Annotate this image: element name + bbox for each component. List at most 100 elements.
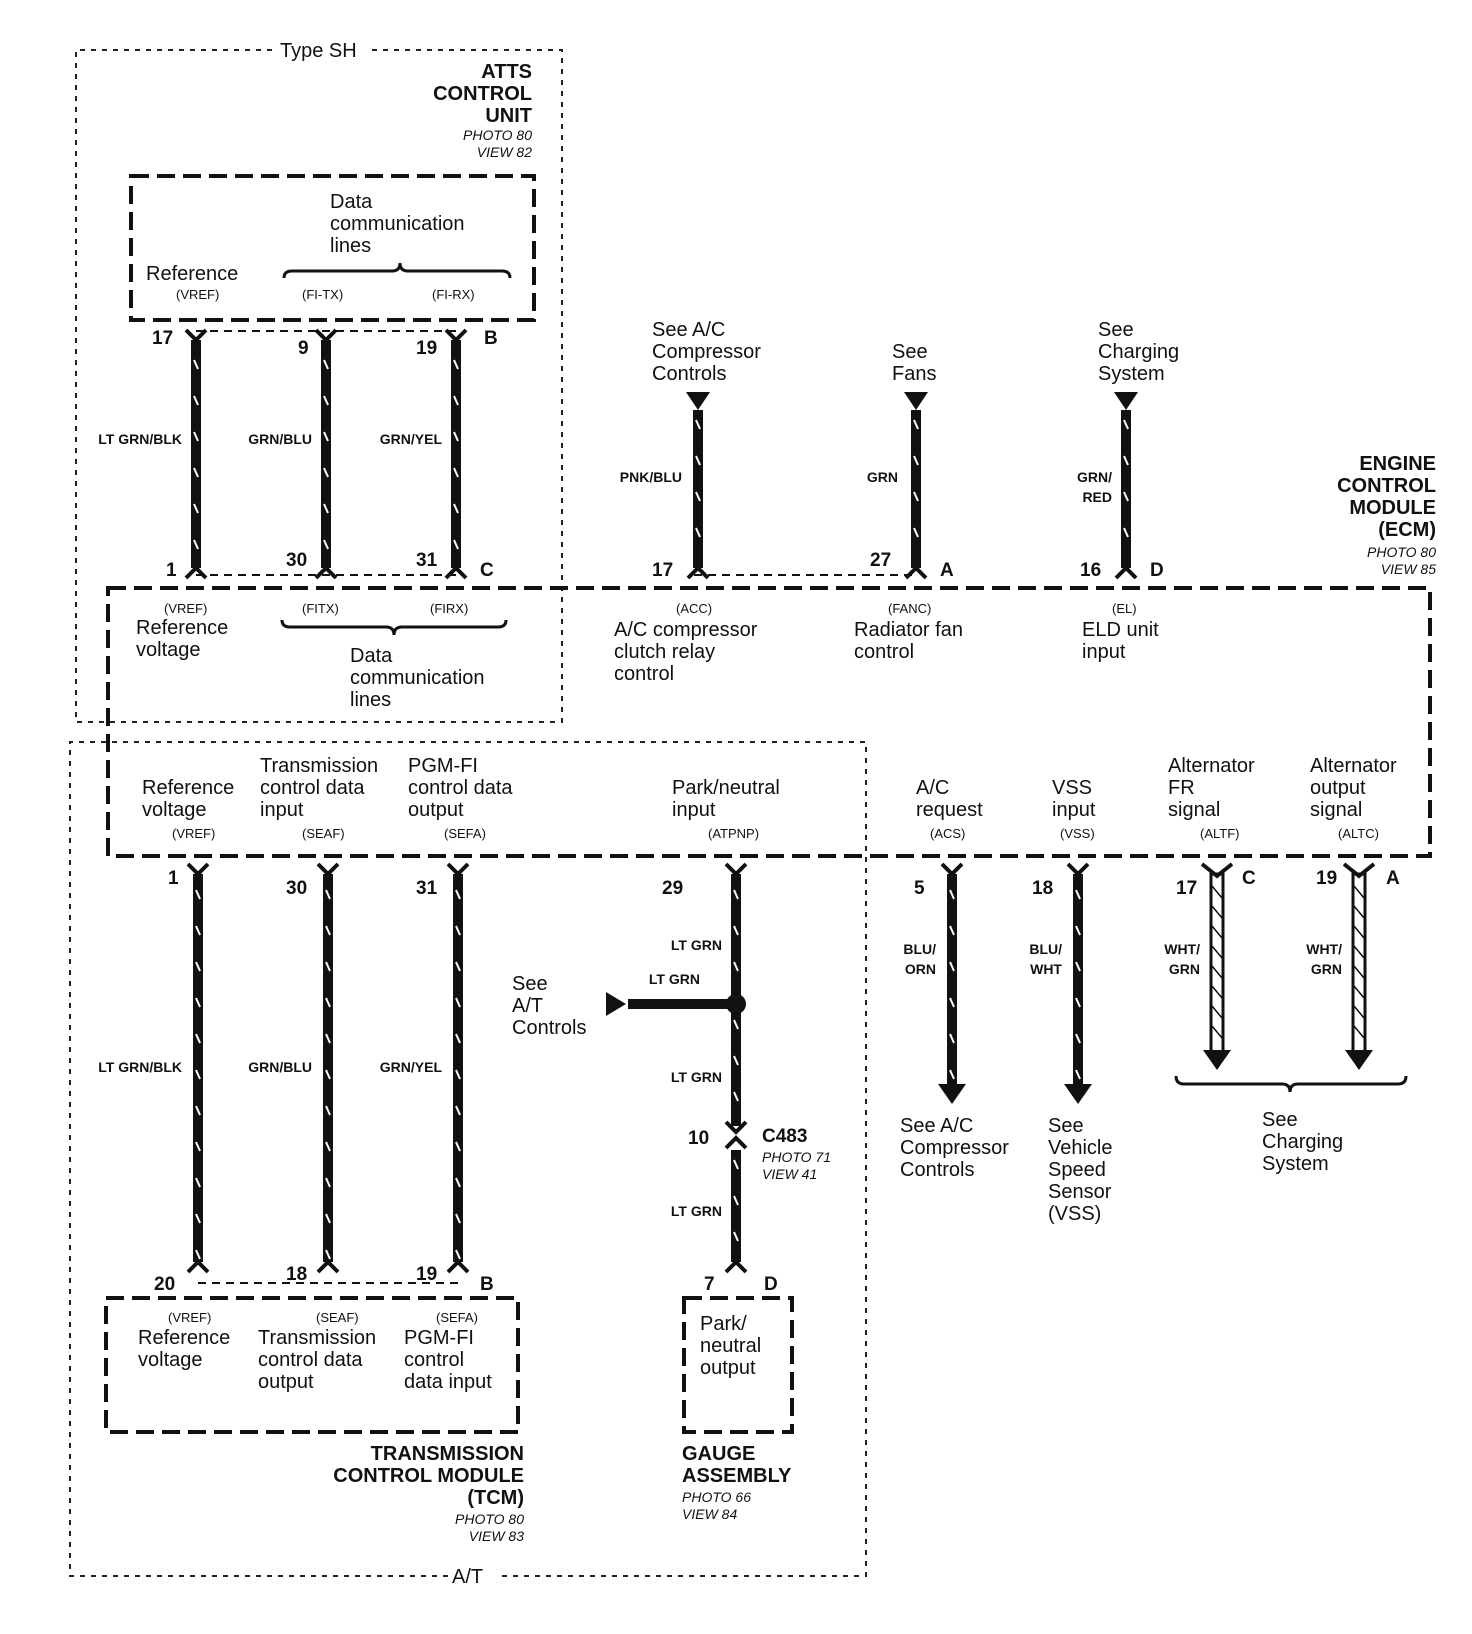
svg-text:Controls: Controls (512, 1017, 586, 1039)
svg-text:(ATPNP): (ATPNP) (708, 826, 759, 841)
wire-tick-marks (193, 359, 1365, 1260)
svg-text:Vehicle: Vehicle (1048, 1137, 1113, 1159)
svg-text:Transmission: Transmission (258, 1327, 376, 1349)
ecm-lower-labels: Reference voltage (VREF) Transmission co… (142, 755, 1397, 841)
wire-label-lt-grn-blk-lower: LT GRN/BLK (98, 1059, 182, 1075)
svg-text:A/C: A/C (916, 777, 949, 799)
svg-text:17: 17 (652, 560, 673, 581)
svg-text:(SEAF): (SEAF) (316, 1310, 359, 1325)
svg-text:A: A (1386, 868, 1400, 889)
svg-text:17: 17 (152, 328, 173, 349)
wire-grn-blu-lower (316, 862, 340, 1274)
pin-labels-ecm-top: 17 27 A 16 D (652, 550, 1164, 581)
wire-label-grn-red-2: RED (1082, 489, 1112, 505)
connector-c483: 10 C483 PHOTO 71 VIEW 41 (688, 1126, 831, 1182)
wire-label-pnk-blu: PNK/BLU (620, 469, 682, 485)
svg-text:1: 1 (166, 560, 177, 581)
svg-text:1: 1 (168, 868, 179, 889)
atts-connector: B (484, 328, 498, 349)
svg-text:ATTS: ATTS (481, 61, 532, 83)
svg-text:(EL): (EL) (1112, 601, 1137, 616)
tcm-labels: (VREF) Reference voltage (SEAF) Transmis… (138, 1310, 492, 1393)
svg-text:Reference: Reference (138, 1327, 230, 1349)
wire-grn-yel-upper (444, 328, 468, 580)
wire-label-grn-yel-lower: GRN/YEL (380, 1059, 443, 1075)
svg-text:clutch relay: clutch relay (614, 641, 715, 663)
svg-text:See: See (1048, 1115, 1084, 1137)
svg-text:Compressor: Compressor (900, 1137, 1009, 1159)
svg-text:output: output (258, 1371, 314, 1393)
gauge-labels: Park/ neutral output (700, 1313, 761, 1379)
svg-text:control: control (404, 1349, 464, 1371)
svg-text:GAUGE: GAUGE (682, 1443, 755, 1465)
svg-text:9: 9 (298, 338, 309, 359)
svg-text:communication: communication (330, 213, 465, 235)
wire-label-lt-grn-2: LT GRN (649, 971, 700, 987)
svg-text:voltage: voltage (136, 639, 201, 661)
svg-text:5: 5 (914, 878, 925, 899)
svg-text:ASSEMBLY: ASSEMBLY (682, 1465, 792, 1487)
svg-text:30: 30 (286, 878, 307, 899)
wire-blu-wht (1064, 862, 1092, 1104)
svg-text:(ALTF): (ALTF) (1200, 826, 1239, 841)
svg-text:control data: control data (408, 777, 513, 799)
atts-labels: Reference (VREF) Data communication line… (146, 191, 512, 302)
type-sh-region (75, 49, 563, 723)
svg-text:29: 29 (662, 878, 683, 899)
svg-text:MODULE: MODULE (1349, 497, 1436, 519)
svg-text:(SEAF): (SEAF) (302, 826, 345, 841)
svg-text:Transmission: Transmission (260, 755, 378, 777)
tcm-pins: 20 18 19 B (154, 1264, 494, 1295)
type-sh-label: Type SH (280, 40, 357, 62)
wire-lt-grn (606, 862, 748, 1274)
svg-text:UNIT: UNIT (485, 105, 532, 127)
ref-fans: See Fans (892, 341, 936, 385)
svg-text:See: See (1098, 319, 1134, 341)
svg-text:30: 30 (286, 550, 307, 571)
svg-text:request: request (916, 799, 983, 821)
wire-lt-grn-blk-lower (186, 862, 210, 1274)
ecm-upper-labels: (VREF) Reference voltage (FITX) (FIRX) D… (136, 601, 1159, 711)
svg-text:Reference: Reference (146, 263, 238, 285)
svg-text:Data: Data (330, 191, 373, 213)
svg-text:VIEW 82: VIEW 82 (477, 144, 532, 160)
svg-text:(SEFA): (SEFA) (444, 826, 486, 841)
gauge-box (682, 1296, 794, 1434)
atts-title: ATTS CONTROL UNIT PHOTO 80 VIEW 82 (433, 61, 532, 160)
svg-text:18: 18 (286, 1264, 307, 1285)
svg-text:input: input (1052, 799, 1096, 821)
svg-text:voltage: voltage (142, 799, 207, 821)
svg-text:System: System (1262, 1153, 1329, 1175)
svg-text:(FANC): (FANC) (888, 601, 931, 616)
svg-text:(TCM): (TCM) (467, 1487, 524, 1509)
svg-text:See: See (512, 973, 548, 995)
svg-text:(ECM): (ECM) (1378, 519, 1436, 541)
svg-text:communication: communication (350, 667, 485, 689)
wire-label-grn: GRN (867, 469, 898, 485)
svg-text:See: See (892, 341, 928, 363)
svg-text:A/T: A/T (512, 995, 543, 1017)
svg-text:(FITX): (FITX) (302, 601, 339, 616)
wire-pnk-blu (686, 392, 710, 580)
gauge-connector: D (764, 1274, 778, 1295)
wire-wht-grn-17 (1200, 862, 1234, 1070)
pin-labels-upper: 17 9 19 1 30 31 C (152, 328, 494, 581)
wire-label-wht-grn-17-2: GRN (1169, 961, 1200, 977)
svg-text:A/C compressor: A/C compressor (614, 619, 758, 641)
svg-text:(ACC): (ACC) (676, 601, 712, 616)
svg-text:D: D (1150, 560, 1164, 581)
ref-ac-compressor-top: See A/C Compressor Controls (652, 319, 761, 385)
atts-box (129, 174, 536, 322)
wire-label-blu-wht-1: BLU/ (1029, 941, 1062, 957)
svg-text:19: 19 (1316, 868, 1337, 889)
svg-text:voltage: voltage (138, 1349, 203, 1371)
svg-text:control: control (854, 641, 914, 663)
svg-text:B: B (480, 1274, 494, 1295)
svg-text:VIEW 85: VIEW 85 (1381, 561, 1436, 577)
svg-text:Alternator: Alternator (1168, 755, 1255, 777)
svg-text:VIEW 83: VIEW 83 (469, 1528, 524, 1544)
svg-text:See A/C: See A/C (900, 1115, 973, 1137)
svg-text:VIEW 84: VIEW 84 (682, 1506, 737, 1522)
wire-label-lt-grn-3: LT GRN (671, 1069, 722, 1085)
